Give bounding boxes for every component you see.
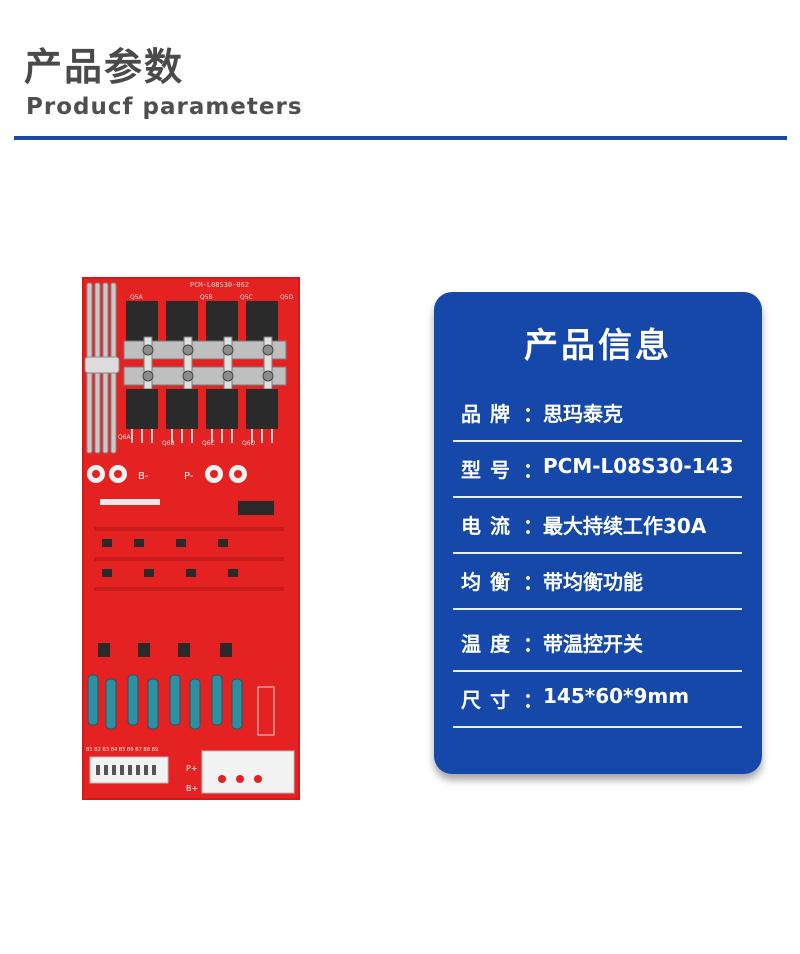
power-connector — [201, 750, 295, 794]
header-divider — [14, 136, 787, 140]
spec-colon: ： — [523, 514, 543, 538]
spec-label: 均 衡 — [461, 570, 511, 594]
q6d-label: Q6D — [242, 440, 256, 447]
product-info-card — [434, 292, 762, 774]
spec-value: 带温控开关 — [543, 632, 643, 656]
spec-value: 思玛泰克 — [543, 402, 623, 426]
spec-value: 最大持续工作30A — [543, 514, 707, 538]
page-subtitle: Producf parameters — [26, 94, 303, 120]
info-card-title: 产品信息 — [524, 326, 672, 366]
spec-colon: ： — [523, 688, 543, 712]
mosfet-row-bottom — [126, 389, 278, 429]
spec-label: 电 流 — [461, 514, 511, 538]
balance-pins-label: B1 B2 B3 B4 B5 B6 B7 B8 B9 — [86, 747, 158, 753]
spec-value: PCM-L08S30-143 — [543, 454, 734, 478]
b-minus-label: B- — [138, 471, 149, 482]
heatsink-screws — [142, 344, 274, 382]
spec-colon: ： — [523, 458, 543, 482]
spec-value: 带均衡功能 — [543, 570, 643, 594]
b-plus-label: B+ — [186, 784, 198, 793]
shunt-resistors — [84, 282, 120, 454]
p-minus-label: P- — [184, 471, 194, 482]
balance-resistors — [87, 674, 243, 730]
product-photo: PCM-L08S30-062 Q5A Q5B Q5C Q5D — [82, 277, 300, 800]
page-title: 产品参数 — [24, 45, 185, 89]
q6c-label: Q6C — [202, 440, 215, 447]
spec-row-current: 电 流 ： 最大持续工作30A — [453, 496, 742, 554]
shunt-outline — [257, 686, 275, 736]
q5b-label: Q5B — [200, 294, 213, 301]
mosfet-legs — [131, 429, 273, 443]
smd-chips — [98, 539, 238, 657]
q6b-label: Q6B — [162, 440, 175, 447]
spec-label: 品 牌 — [461, 402, 511, 426]
spec-row-model: 型 号 ： PCM-L08S30-143 — [453, 440, 742, 498]
q6a-label: Q6A — [118, 434, 132, 441]
q5c-label: Q5C — [240, 294, 253, 301]
spec-row-brand: 品 牌 ： 思玛泰克 — [453, 384, 742, 442]
q5a-label: Q5A — [130, 294, 144, 301]
spec-label: 尺 寸 — [461, 688, 511, 712]
spec-row-size: 尺 寸 ： 145*60*9mm — [453, 670, 742, 728]
spec-colon: ： — [523, 632, 543, 656]
spec-label: 温 度 — [461, 632, 511, 656]
p-plus-label: P+ — [186, 764, 198, 773]
spec-row-balance: 均 衡 ： 带均衡功能 — [453, 552, 742, 610]
spec-colon: ： — [523, 402, 543, 426]
spec-value: 145*60*9mm — [543, 684, 690, 708]
q5d-label: Q5D — [280, 294, 294, 301]
mosfet-row-top — [126, 301, 278, 341]
smd-components — [94, 499, 284, 591]
spec-label: 型 号 — [461, 458, 511, 482]
pcb-model-label: PCM-L08S30-062 — [190, 281, 249, 289]
spec-colon: ： — [523, 570, 543, 594]
heatsink-bars — [123, 336, 287, 390]
spec-row-temperature: 温 度 ： 带温控开关 — [453, 614, 742, 672]
